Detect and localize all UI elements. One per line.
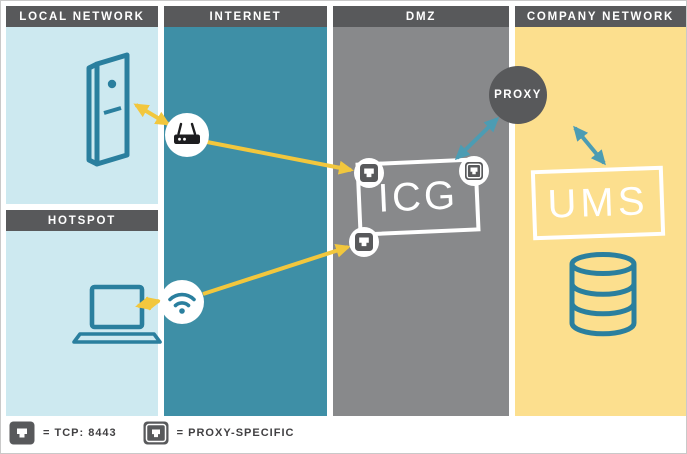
legend-label-proxy-specific: = PROXY-SPECIFIC (176, 427, 295, 439)
legend: = TCP: 8443 = PROXY-SPECIFIC (9, 421, 294, 445)
ethernet-port-icon (354, 158, 384, 188)
zone-internet (164, 27, 327, 416)
legend-label-tcp-8443: = TCP: 8443 (43, 427, 117, 439)
zone-dmz (333, 27, 509, 416)
ethernet-port-icon (349, 227, 379, 257)
zone-header-hotspot: HOTSPOT (6, 210, 158, 231)
legend-item-proxy-specific: = PROXY-SPECIFIC (143, 421, 295, 445)
wifi-icon (168, 292, 196, 314)
desktop-computer-icon (86, 52, 130, 167)
zone-hotspot (6, 231, 158, 416)
ethernet-port-proxy-icon (143, 421, 169, 445)
zone-header-internet: INTERNET (164, 6, 327, 27)
proxy-node: PROXY (489, 66, 547, 124)
ethernet-port-icon (9, 421, 35, 445)
proxy-label: PROXY (494, 89, 542, 101)
laptop-icon (72, 284, 162, 344)
legend-item-tcp-8443: = TCP: 8443 (9, 421, 117, 445)
ums-node: UMS (530, 165, 666, 241)
wifi-badge (160, 280, 204, 324)
router-icon (174, 122, 200, 144)
ethernet-port-proxy-icon (459, 156, 489, 186)
ums-label: UMS (546, 178, 650, 227)
zone-local-network (6, 27, 158, 204)
icg-label: ICG (376, 172, 459, 221)
router-badge (165, 113, 209, 157)
zone-header-dmz: DMZ (333, 6, 509, 27)
zone-header-company-network: COMPANY NETWORK (515, 6, 686, 27)
database-icon (569, 252, 637, 337)
zone-header-local-network: LOCAL NETWORK (6, 6, 158, 27)
